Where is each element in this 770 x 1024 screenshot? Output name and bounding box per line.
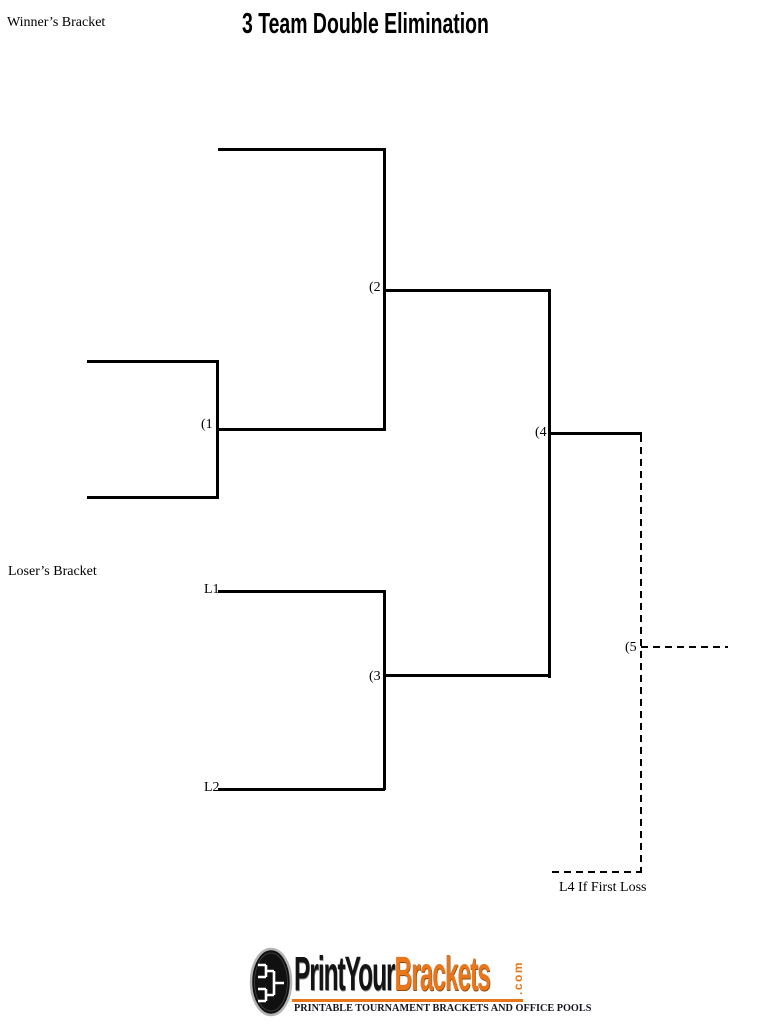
line-l2-team-slot — [218, 788, 385, 791]
line-match1-winner — [216, 428, 385, 431]
l1-seed-label: L1 — [204, 582, 220, 597]
logo-tagline: PRINTABLE TOURNAMENT BRACKETS AND OFFICE… — [294, 1002, 592, 1014]
line-l1-team-slot — [218, 590, 385, 593]
brand-wordmark-brackets: Brackets — [394, 948, 491, 1001]
match3-label: (3 — [369, 669, 381, 684]
brand-wordmark: PrintYourBrackets — [294, 951, 491, 999]
brand-wordmark-print-your: PrintYour — [294, 948, 396, 1001]
line-match2-winner — [383, 289, 550, 292]
logo-divider-rule — [292, 999, 523, 1002]
match2-label: (2 — [369, 280, 381, 295]
match5-label: (5 — [625, 640, 637, 655]
line-match1-top-team-slot — [87, 360, 219, 363]
l2-seed-label: L2 — [204, 780, 220, 795]
connector-match4 — [548, 289, 551, 678]
line-match4-winner — [548, 432, 642, 435]
brand-tld: .com — [511, 960, 525, 995]
line-match3-winner — [383, 674, 550, 677]
match4-label: (4 — [535, 425, 547, 440]
l4-if-first-loss-note: L4 If First Loss — [559, 880, 647, 895]
dashed-line-l4-if-first-loss — [552, 871, 641, 873]
printyourbrackets-badge-icon — [249, 947, 293, 1017]
dashed-line-match5-winner — [641, 646, 728, 648]
page-title: 3 Team Double Elimination — [242, 8, 489, 40]
winners-bracket-label: Winner’s Bracket — [7, 15, 106, 30]
losers-bracket-label: Loser’s Bracket — [8, 564, 97, 579]
line-match1-bottom-team-slot — [87, 496, 219, 499]
match1-label: (1 — [201, 417, 213, 432]
dashed-connector-match5 — [640, 435, 642, 873]
connector-match3 — [383, 590, 386, 790]
line-bye-team-slot — [218, 148, 385, 151]
